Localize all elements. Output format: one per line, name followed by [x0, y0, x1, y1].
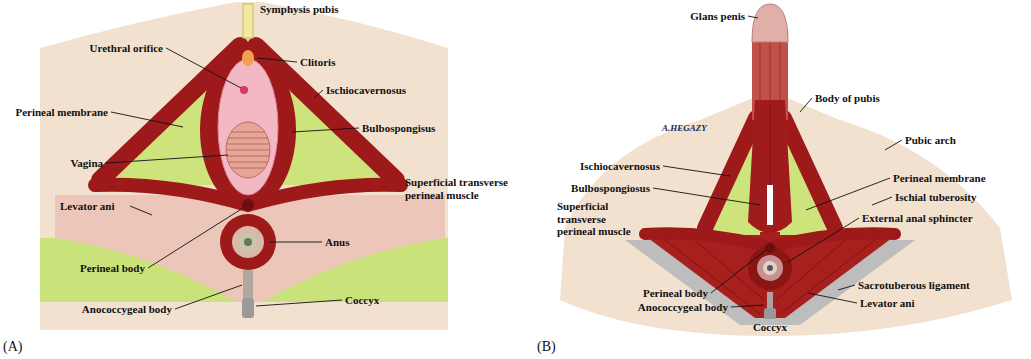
glans-penis — [752, 4, 788, 42]
part-label: Ischiocavernosus — [326, 84, 406, 97]
part-label: Clitoris — [300, 56, 335, 69]
part-label: Bulbospongisus — [362, 122, 435, 135]
part-label: Glans penis — [690, 10, 745, 23]
bulbospongiosus — [748, 100, 792, 233]
anal-mucosa — [763, 261, 777, 275]
part-label: Symphysis pubis — [260, 3, 339, 16]
anal-mucosa — [239, 233, 257, 251]
coccyx — [242, 298, 254, 318]
part-label: Levator ani — [60, 200, 115, 213]
symphysis-pubis — [243, 4, 253, 38]
vestibule — [218, 59, 278, 195]
urethral-orifice — [240, 86, 248, 94]
ischiocavernosus-right — [784, 118, 835, 228]
median-raphe — [770, 105, 771, 185]
pelvic-outline — [560, 95, 1012, 336]
part-label: Ischial tuberosity — [895, 191, 976, 204]
panel-label: (A) — [3, 339, 22, 355]
bulbospongiosus — [200, 52, 296, 208]
part-label: Superficial transverse perineal muscle — [405, 176, 530, 201]
female-perineum — [40, 2, 448, 330]
watermark: A.HEGAZY — [662, 123, 707, 133]
pelvic-outline — [40, 2, 448, 330]
anus — [767, 265, 773, 271]
part-label: Body of pubis — [815, 92, 880, 105]
perineal-slit — [767, 185, 773, 225]
anal-canal — [232, 226, 264, 258]
part-label: Anococcygeal body — [638, 301, 728, 314]
anal-canal — [757, 255, 783, 281]
anus — [244, 238, 252, 246]
part-label: Urethral orifice — [90, 42, 163, 55]
part-label: Sacrotuberous ligament — [858, 279, 970, 292]
part-label: Coccyx — [753, 321, 787, 334]
part-label: Bulbospongiosus — [571, 182, 650, 195]
part-label: Perineal body — [80, 262, 145, 275]
vagina — [226, 122, 270, 178]
part-label: Coccyx — [345, 294, 379, 307]
part-label: Perineal membrane — [15, 106, 108, 119]
part-label: Perineal membrane — [893, 172, 986, 185]
external-anal-sphincter — [220, 214, 276, 270]
coccyx — [764, 308, 776, 319]
anococcygeal-body — [767, 292, 773, 310]
vagina-rugae — [226, 132, 270, 168]
part-label: External anal sphincter — [862, 212, 973, 225]
part-label: Superficial transverse perineal muscle — [557, 200, 647, 238]
part-label: Ischiocavernosus — [580, 160, 660, 173]
part-label: Vagina — [70, 157, 103, 170]
part-label: Anococcygeal body — [82, 303, 172, 316]
clitoris — [242, 50, 254, 66]
perineal-body — [242, 199, 254, 211]
male-perineum — [560, 4, 1012, 336]
part-label: Pubic arch — [905, 134, 956, 147]
part-label: Anus — [325, 236, 349, 249]
perineal-body — [765, 243, 775, 253]
panel-label: (B) — [537, 339, 556, 355]
part-label: Perineal body — [643, 287, 708, 300]
anococcygeal-body — [243, 270, 253, 300]
leader-lines — [106, 16, 902, 309]
part-label: Levator ani — [860, 297, 915, 310]
